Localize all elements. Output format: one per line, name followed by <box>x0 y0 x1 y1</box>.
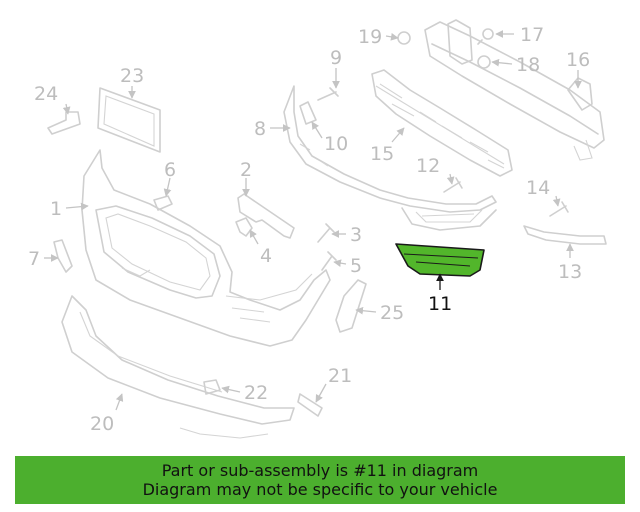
part-13-bracket <box>523 225 607 245</box>
part-8-upper-cover <box>283 85 497 231</box>
part-12-bolt <box>443 177 463 193</box>
part-6-clip <box>153 195 173 211</box>
callout-7: 7 <box>28 248 40 270</box>
part-21-pin <box>297 393 323 417</box>
part-7-bracket <box>53 239 73 273</box>
callout-8: 8 <box>254 118 266 140</box>
callout-5: 5 <box>350 255 362 277</box>
callout-14: 14 <box>526 177 550 199</box>
callout-23: 23 <box>120 65 144 87</box>
callout-3: 3 <box>350 224 362 246</box>
callout-6: 6 <box>164 159 176 181</box>
callout-labels: 1 2 3 4 5 6 7 8 9 10 11 12 13 14 15 16 1… <box>28 24 590 435</box>
part-14-bolt <box>549 201 569 217</box>
callout-18: 18 <box>516 54 540 76</box>
part-5-bolt <box>321 251 337 271</box>
part-22-clip <box>203 379 221 395</box>
part-9-bolt <box>317 87 339 101</box>
callout-22: 22 <box>244 382 268 404</box>
part-10-clip <box>299 101 317 125</box>
banner-line-2: Diagram may not be specific to your vehi… <box>142 480 498 499</box>
part-20-lower-valance <box>61 295 295 439</box>
part-4-clip <box>235 217 253 237</box>
part-16-reinforcement-beam <box>424 19 605 161</box>
part-18-nut <box>477 55 491 69</box>
callout-24: 24 <box>34 83 58 105</box>
callout-11[interactable]: 11 <box>428 293 452 315</box>
part-25-bracket <box>335 279 367 333</box>
callout-16: 16 <box>566 49 590 71</box>
part-2-bracket <box>237 193 295 239</box>
callout-15: 15 <box>370 143 394 165</box>
part-11-highlighted[interactable] <box>395 243 485 277</box>
callout-9: 9 <box>330 47 342 69</box>
part-23-license-bracket <box>97 87 161 153</box>
callout-10: 10 <box>324 133 348 155</box>
callout-2: 2 <box>240 159 252 181</box>
callout-21: 21 <box>328 365 352 387</box>
callout-1: 1 <box>50 198 62 220</box>
part-1-grille-cover <box>81 149 331 347</box>
part-19-nut <box>397 31 411 45</box>
callout-4: 4 <box>260 245 272 267</box>
parts-diagram: 1 2 3 4 5 6 7 8 9 10 11 12 13 14 15 16 1… <box>28 19 607 439</box>
callout-20: 20 <box>90 413 114 435</box>
info-banner: Part or sub-assembly is #11 in diagram D… <box>15 456 625 504</box>
callout-19: 19 <box>358 26 382 48</box>
banner-line-1: Part or sub-assembly is #11 in diagram <box>161 461 479 480</box>
part-15-energy-absorber <box>371 69 513 177</box>
callout-25: 25 <box>380 302 404 324</box>
callout-13: 13 <box>558 261 582 283</box>
part-17-bolt <box>477 28 494 45</box>
leader-lines <box>44 30 582 411</box>
callout-12: 12 <box>416 155 440 177</box>
part-3-bolt <box>317 223 335 243</box>
part-24-pin <box>47 111 81 135</box>
callout-17: 17 <box>520 24 544 46</box>
